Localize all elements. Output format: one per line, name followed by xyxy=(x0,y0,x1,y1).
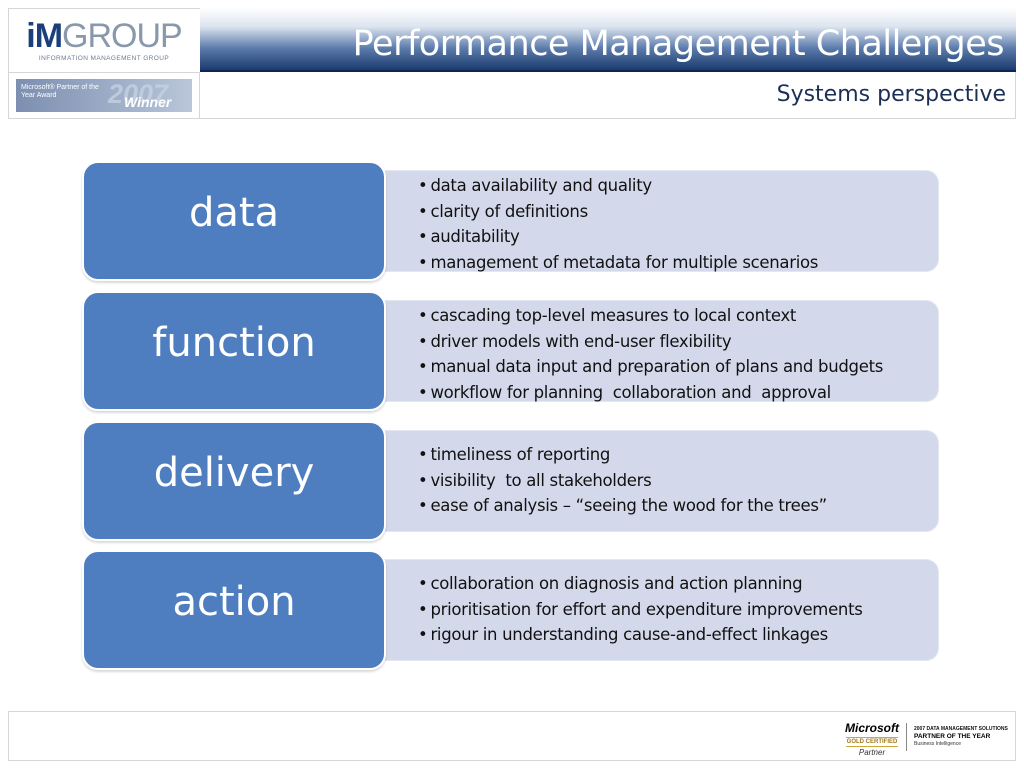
list-item: auditability xyxy=(418,224,818,250)
bullet-list: data availability and quality clarity of… xyxy=(418,173,818,275)
list-item: collaboration on diagnosis and action pl… xyxy=(418,571,863,597)
page-subtitle: Systems perspective xyxy=(776,82,1006,107)
footer-divider xyxy=(906,723,907,751)
list-item: ease of analysis – “seeing the wood for … xyxy=(418,493,827,519)
logo-subtitle: INFORMATION MANAGEMENT GROUP xyxy=(38,54,170,62)
challenge-row-action: action collaboration on diagnosis and ac… xyxy=(82,550,938,670)
title-bar: Performance Management Challenges xyxy=(200,8,1016,72)
category-box: function xyxy=(82,291,386,411)
page-title: Performance Management Challenges xyxy=(352,24,1005,64)
footer-award-line: Business Intelligence xyxy=(914,741,961,747)
challenge-row-function: function cascading top-level measures to… xyxy=(82,291,938,411)
list-item: workflow for planning collaboration and … xyxy=(418,380,883,406)
list-item: manual data input and preparation of pla… xyxy=(418,354,883,380)
company-logo: iMGROUP INFORMATION MANAGEMENT GROUP xyxy=(8,8,200,72)
bullet-list: cascading top-level measures to local co… xyxy=(418,303,883,405)
category-box: action xyxy=(82,550,386,670)
list-item: data availability and quality xyxy=(418,173,818,199)
category-label: action xyxy=(172,579,296,625)
ms-partner: Partner xyxy=(858,748,886,757)
list-item: driver models with end-user flexibility xyxy=(418,329,883,355)
challenge-row-delivery: delivery timeliness of reporting visibil… xyxy=(82,421,938,541)
header-divider xyxy=(8,72,200,73)
footer-award-line: 2007 DATA MANAGEMENT SOLUTIONS xyxy=(914,726,1008,732)
ms-gold-certified: GOLD CERTIFIED xyxy=(846,737,898,747)
challenge-row-data: data data availability and quality clari… xyxy=(82,161,938,281)
list-item: management of metadata for multiple scen… xyxy=(418,250,818,276)
footer-award-line: PARTNER OF THE YEAR xyxy=(914,733,991,740)
list-item: rigour in understanding cause-and-effect… xyxy=(418,622,863,648)
bullet-list: timeliness of reporting visibility to al… xyxy=(418,442,827,519)
award-text: Microsoft® Partner of the Year Award xyxy=(21,84,99,99)
list-item: visibility to all stakeholders xyxy=(418,468,827,494)
category-label: delivery xyxy=(153,450,315,496)
category-label: function xyxy=(152,320,316,366)
list-item: cascading top-level measures to local co… xyxy=(418,303,883,329)
footer-frame xyxy=(8,711,1016,761)
award-winner: Winner xyxy=(124,94,172,110)
footer-award: 2007 DATA MANAGEMENT SOLUTIONS PARTNER O… xyxy=(914,726,1014,748)
list-item: timeliness of reporting xyxy=(418,442,827,468)
list-item: prioritisation for effort and expenditur… xyxy=(418,597,862,623)
category-box: data xyxy=(82,161,386,281)
award-badge: Microsoft® Partner of the Year Award 200… xyxy=(16,79,192,112)
list-item: clarity of definitions xyxy=(418,199,818,225)
logo-wordmark: iMGROUP xyxy=(26,16,182,55)
header-divider xyxy=(199,72,200,118)
bullet-list: collaboration on diagnosis and action pl… xyxy=(418,571,863,648)
microsoft-partner-logo: Microsoft GOLD CERTIFIED Partner xyxy=(842,722,902,758)
category-box: delivery xyxy=(82,421,386,541)
category-label: data xyxy=(188,190,280,236)
ms-name: Microsoft xyxy=(845,721,899,735)
award-year: 2007 xyxy=(108,79,169,109)
